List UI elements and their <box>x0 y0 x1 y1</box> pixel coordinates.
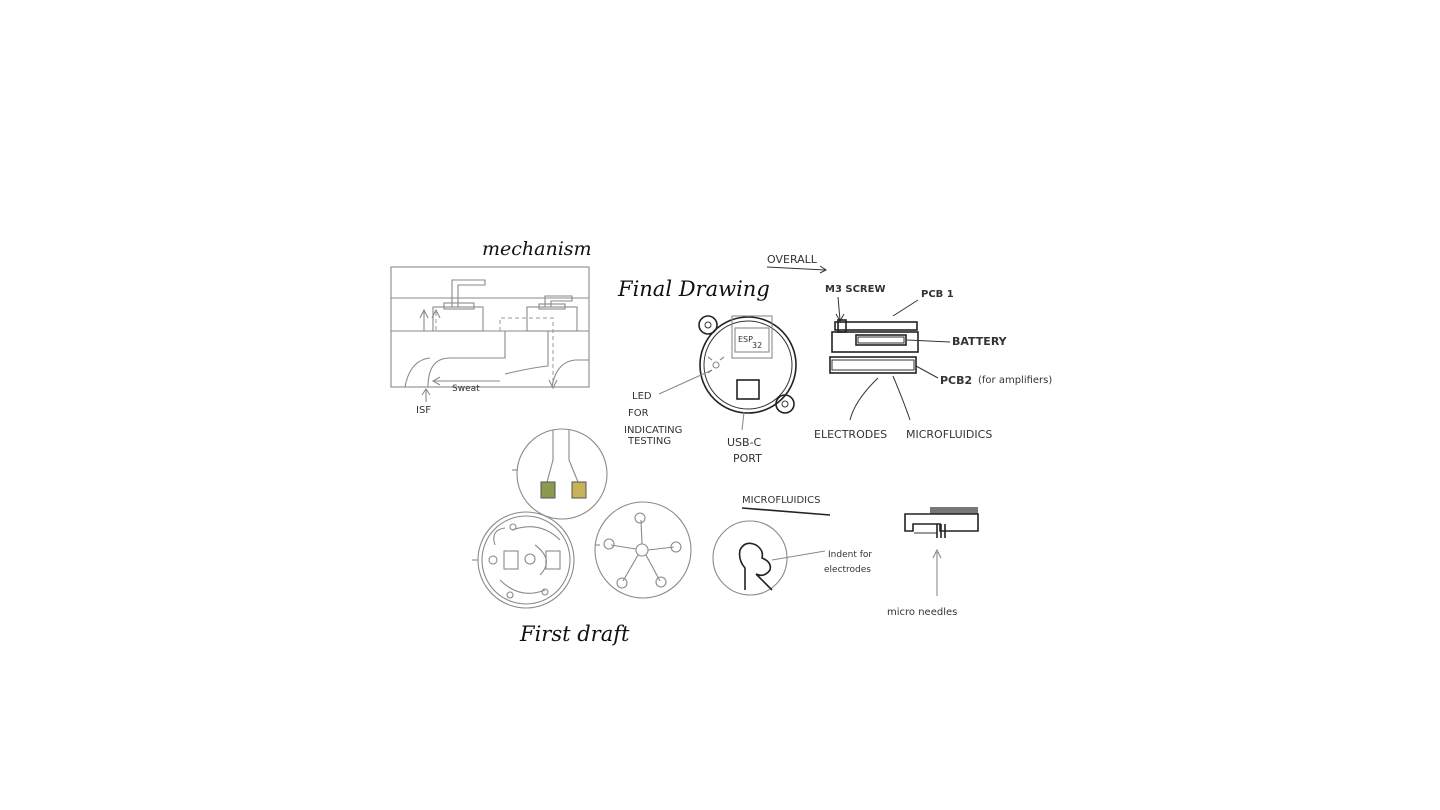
led-label-line3: INDICATING <box>624 425 682 436</box>
usb-label-line2: PORT <box>733 452 762 465</box>
final-drawing-sketch: Final Drawing ESP 32 LED FOR INDICATING … <box>617 277 797 465</box>
mechanism-sketch: mechanism Sweat ISF <box>390 238 592 416</box>
chip-label-1: ESP <box>738 335 753 344</box>
mechanism-title: mechanism <box>482 238 592 260</box>
pcb1-label: PCB 1 <box>921 289 954 300</box>
overall-title: OVERALL <box>767 253 818 266</box>
overall-sketch: OVERALL M3 SCREW PCB 1 BATTERY PCB2 (for… <box>766 253 1052 441</box>
pad-green <box>540 481 556 499</box>
screw-label: M3 SCREW <box>825 284 886 295</box>
pad-yellow <box>571 481 587 499</box>
pcb2-label: PCB2 <box>940 374 972 387</box>
led-label-line1: LED <box>632 391 652 402</box>
isf-label: ISF <box>416 405 431 416</box>
pcb2-note: (for amplifiers) <box>978 375 1052 386</box>
sweat-label: Sweat <box>452 384 480 394</box>
microfluidics-label: MICROFLUIDICS <box>906 428 992 441</box>
usb-label-line1: USB-C <box>727 436 762 449</box>
first-draft-title: First draft <box>519 622 630 646</box>
battery-label: BATTERY <box>952 335 1008 348</box>
microfluidics-sketch: MICROFLUIDICS Indent for electrodes micr… <box>712 495 979 618</box>
electrodes-label: ELECTRODES <box>814 428 887 441</box>
chip-label-2: 32 <box>752 341 762 350</box>
first-draft-sketch: First draft <box>472 428 692 646</box>
led-label-line4: TESTING <box>627 436 671 447</box>
led-label-line2: FOR <box>628 408 649 419</box>
indent-label-line1: Indent for <box>828 550 872 560</box>
needles-label: micro needles <box>887 607 957 618</box>
final-drawing-title: Final Drawing <box>617 277 770 301</box>
indent-label-line2: electrodes <box>824 565 871 575</box>
microfluidics-title: MICROFLUIDICS <box>742 495 820 506</box>
